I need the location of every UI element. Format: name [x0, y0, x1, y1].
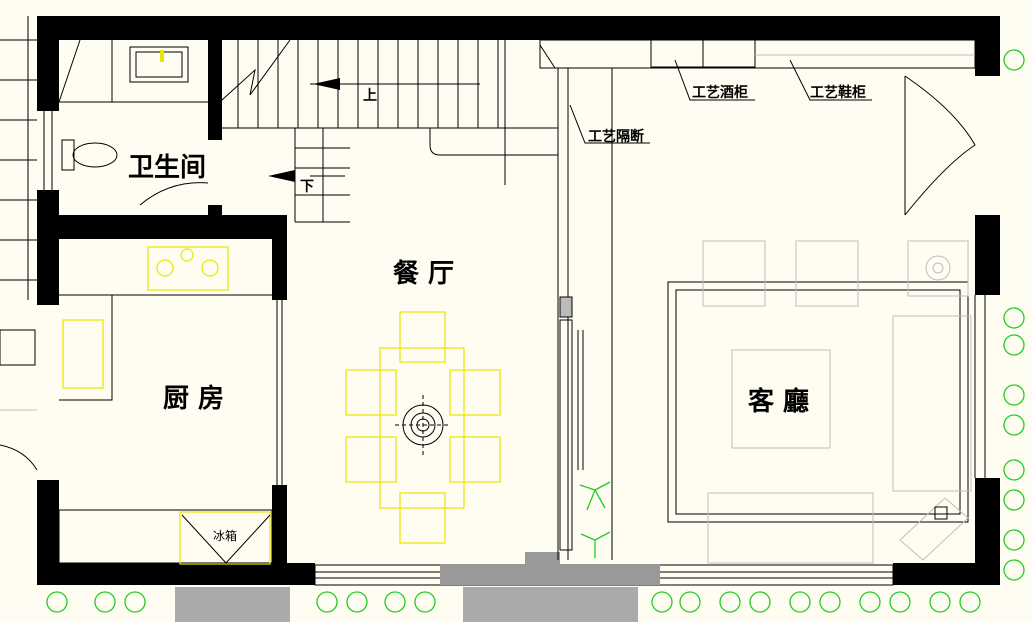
room-label-bathroom: 卫生间	[128, 153, 206, 183]
stair-down-arrow-icon	[268, 170, 295, 182]
kitchen-fixtures: 冰箱	[0, 246, 283, 565]
entry-door[interactable]	[904, 75, 976, 216]
room-label-living: 客 廳	[748, 386, 809, 417]
shrub-row-icon	[46, 49, 1025, 613]
stair-up-arrow-icon	[313, 78, 340, 90]
dining-table-set	[345, 311, 501, 544]
partition-label: 工艺隔断	[588, 128, 644, 145]
shoe-cabinet-label: 工艺鞋柜	[810, 84, 866, 101]
room-label-dining: 餐 厅	[393, 259, 454, 289]
stair-up-label: 上	[363, 88, 377, 104]
fridge-label: 冰箱	[213, 528, 237, 543]
walls	[37, 16, 1000, 585]
exterior-left	[0, 16, 37, 411]
stair-down-label: 下	[300, 179, 314, 195]
partition-wall	[557, 68, 613, 560]
room-label-kitchen: 厨 房	[163, 384, 224, 414]
living-room-furniture	[667, 240, 972, 564]
indoor-plant-icon	[579, 481, 611, 558]
windows	[175, 295, 986, 622]
cabinets	[539, 39, 976, 144]
staircase: 上 下	[221, 39, 558, 223]
bathroom-fixtures	[43, 39, 209, 206]
plants	[46, 49, 1025, 613]
wine-cabinet-label: 工艺酒柜	[692, 84, 748, 101]
